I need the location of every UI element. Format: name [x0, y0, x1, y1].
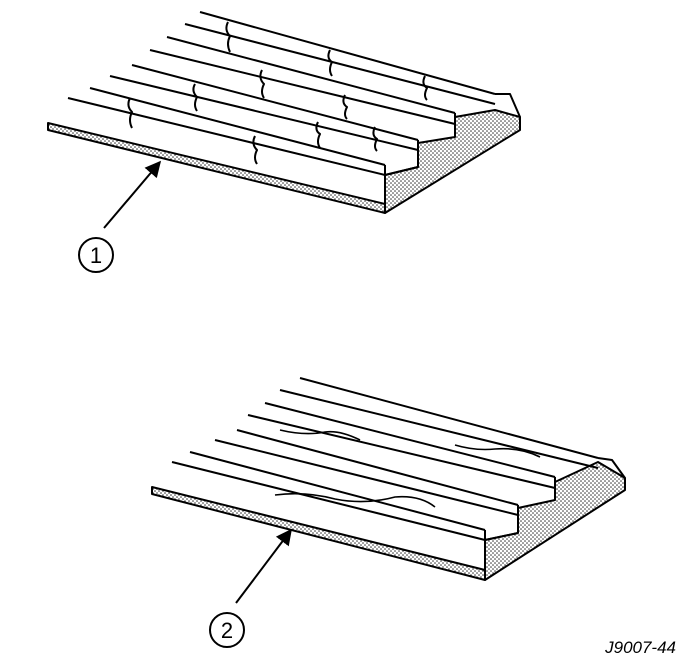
callout-1-label: 1 — [90, 243, 102, 268]
cracked-belt-illustration — [47, 11, 521, 214]
callout-2: 2 — [209, 528, 292, 648]
callout-1: 1 — [78, 160, 162, 273]
worn-belt-illustration — [151, 377, 626, 581]
callout-2-label: 2 — [221, 618, 233, 643]
figure-reference-code: J9007-44 — [605, 638, 676, 657]
